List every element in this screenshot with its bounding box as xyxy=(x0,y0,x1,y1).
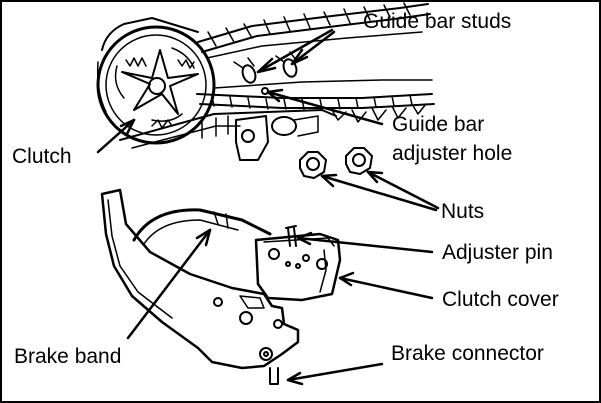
sprocket-housing xyxy=(119,109,337,161)
label-clutch-cover: Clutch cover xyxy=(442,288,559,311)
label-clutch: Clutch xyxy=(12,145,72,168)
adjuster-hole-drawing xyxy=(261,87,269,95)
label-guide-bar-studs: Guide bar studs xyxy=(363,10,512,33)
label-brake-band: Brake band xyxy=(14,345,122,368)
nuts-drawing xyxy=(299,147,373,179)
label-guide-bar-adjuster-hole-line1: Guide bar xyxy=(392,113,485,136)
label-brake-connector: Brake connector xyxy=(391,342,544,365)
label-nuts: Nuts xyxy=(441,200,485,223)
label-guide-bar-adjuster-hole-line2: adjuster hole xyxy=(392,142,513,165)
label-adjuster-pin: Adjuster pin xyxy=(442,241,553,264)
clutch-cover-drawing xyxy=(100,188,342,385)
clutch-drum-drawing xyxy=(96,25,216,145)
leader-lines xyxy=(96,28,440,386)
